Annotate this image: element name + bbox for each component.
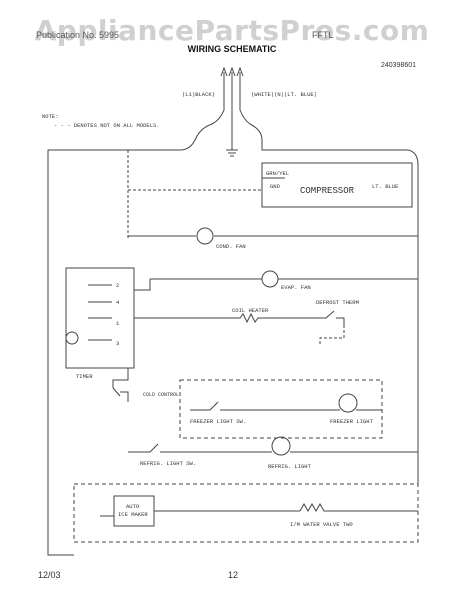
freezer-light-box	[179, 379, 383, 439]
freezer-light-sw-label: FREEZER LIGHT SW.	[190, 418, 246, 425]
timer-contacts	[88, 284, 112, 341]
refrig-light-sw-label: REFRIG. LIGHT SW.	[140, 460, 196, 467]
ground-symbol	[226, 149, 238, 157]
lead-white-label: (WHITE)(N)(LT. BLUE)	[251, 91, 317, 98]
coil-heater-symbol	[228, 312, 272, 324]
coil-heater-label: COIL HEATER	[232, 307, 269, 314]
freezer-light-wire	[190, 401, 382, 411]
line-l1-wire	[47, 88, 225, 556]
freezer-light-bulb	[338, 393, 358, 413]
water-valve-label: I/M WATER VALVE TWO	[290, 521, 353, 528]
evap-fan-motor	[261, 270, 279, 288]
note-title: NOTE:	[42, 113, 59, 120]
cold-control-switch	[112, 387, 129, 402]
water-valve-coil	[299, 502, 418, 513]
document-number: 240398601	[381, 62, 417, 69]
timer-terminal-4: 3	[116, 340, 119, 347]
cold-control-label: COLD CONTROL	[143, 392, 179, 398]
evap-fan-label: EVAP. FAN	[281, 284, 311, 291]
auto-ice-maker-label-2: ICE MAKER	[118, 511, 148, 518]
header-left-text: Publication No. 5995	[36, 30, 120, 40]
cond-fan-label: COND. FAN	[216, 243, 246, 250]
wire-lt-blue-label: LT. BLUE	[372, 183, 399, 190]
cond-fan-motor	[196, 227, 214, 245]
ice-maker-wire	[100, 510, 300, 517]
therm-to-neutral-wire	[319, 325, 345, 345]
plug-arrow-right	[236, 66, 244, 88]
refrig-light-wire	[128, 443, 418, 453]
line-neutral-wire	[239, 88, 419, 485]
footer-page-number: 12	[228, 570, 239, 580]
timer-terminal-2: 4	[116, 299, 120, 306]
defrost-therm-label: DEFROST THERM	[316, 299, 359, 306]
refrig-light-label: REFRIG. LIGHT	[268, 463, 312, 470]
timer-motor	[65, 331, 79, 345]
timer-terminal-3: 1	[116, 320, 120, 327]
auto-ice-maker-label-1: AUTO	[126, 503, 140, 510]
compressor-label: COMPRESSOR	[300, 186, 355, 196]
freezer-light-label: FREEZER LIGHT	[330, 418, 374, 425]
wire-gnd-label: GND	[270, 183, 281, 190]
note-text: - - - DENOTES NOT ON ALL MODELS.	[54, 122, 160, 129]
compressor-box	[261, 162, 413, 208]
header-right-text: FFTL	[312, 30, 334, 40]
lead-black-label: (L1)BLACK)	[182, 91, 215, 98]
refrig-light-bulb	[271, 436, 291, 456]
timer-to-evap-wire	[134, 279, 151, 291]
plug-arrow-center	[228, 66, 236, 88]
timer-label: TIMER	[76, 373, 93, 380]
wire-grn-yel-label: GRN/YEL	[266, 170, 289, 177]
watermark: AppliancePartsPros.com	[34, 14, 430, 47]
ice-maker-area-box	[73, 483, 419, 543]
timer-terminal-1: 2	[116, 282, 119, 289]
cold-control-wire	[112, 368, 129, 388]
plug-arrow-left	[220, 66, 228, 88]
defrost-therm-switch	[320, 310, 345, 325]
page-title: WIRING SCHEMATIC	[187, 44, 277, 54]
footer-date: 12/03	[38, 570, 61, 580]
